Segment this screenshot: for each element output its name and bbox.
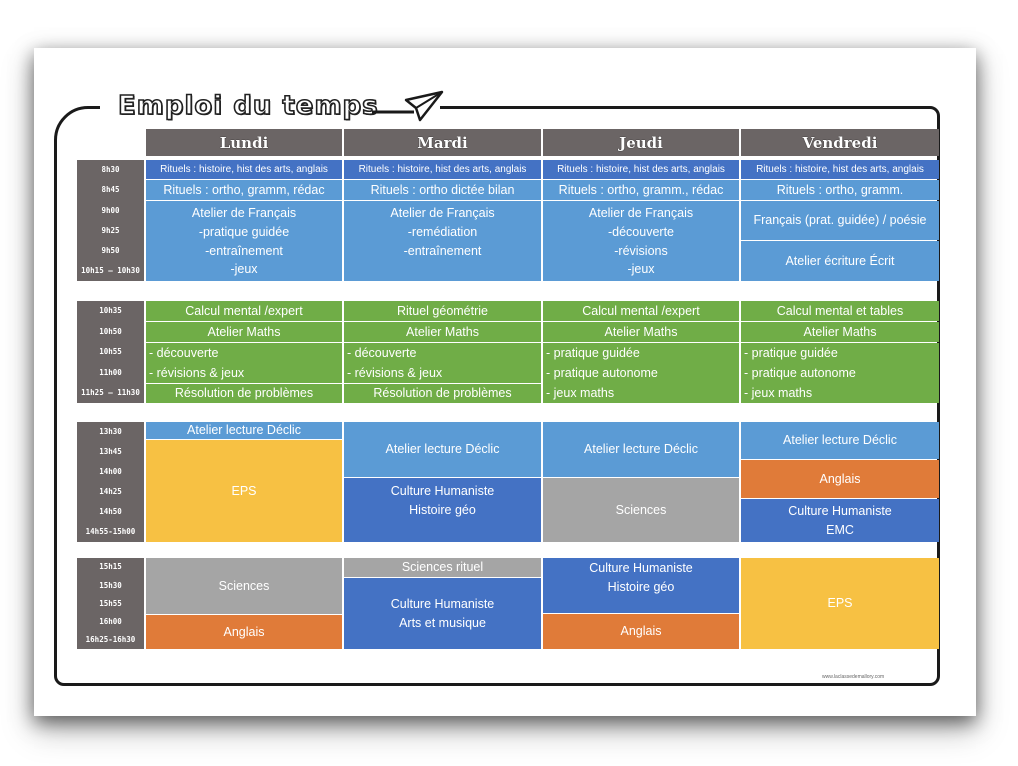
rituel-geometrie-mardi: Rituel géométrie [344,301,541,321]
time-label: 10h55 [99,347,122,357]
time-label: 15h15 [99,562,122,572]
time-label: 13h45 [99,447,122,457]
calcul-mental-tables-vendredi: Calcul mental et tables [741,301,939,321]
time-column-late-afternoon: 15h15 15h30 15h55 16h00 16h25-16h30 [77,558,144,649]
rituels-ortho-mardi: Rituels : ortho dictée bilan [344,180,541,200]
anglais-lundi: Anglais [146,615,342,649]
time-label: 14h25 [99,487,122,497]
atelier-lecture-lundi: Atelier lecture Déclic [146,422,342,439]
time-label: 8h45 [101,185,120,195]
francais-poesie-vendredi: Français (prat. guidée) / poésie [741,201,939,240]
time-column-afternoon: 13h30 13h45 14h00 14h25 14h50 14h55-15h0… [77,422,144,542]
maths-details-mardi: - découverte - révisions & jeux [344,343,541,383]
atelier-lecture-jeudi: Atelier lecture Déclic [543,422,739,477]
time-label: 15h30 [99,580,122,590]
time-label: 14h00 [99,467,122,477]
rituels-histoire-mardi: Rituels : histoire, hist des arts, angla… [344,160,541,179]
atelier-lecture-vendredi: Atelier lecture Déclic [741,422,939,459]
sciences-lundi: Sciences [146,558,342,614]
sciences-rituel-mardi: Sciences rituel [344,558,541,577]
time-label: 16h00 [99,616,122,626]
time-label: 14h55-15h00 [85,527,136,537]
time-column-late-morning: 10h35 10h50 10h55 11h00 11h25 – 11h30 [77,301,144,403]
rituels-ortho-vendredi: Rituels : ortho, gramm. [741,180,939,200]
anglais-vendredi: Anglais [741,460,939,498]
page-title: Emploi du temps [117,90,379,122]
rituels-histoire-jeudi: Rituels : histoire, hist des arts, angla… [543,160,739,179]
atelier-lecture-mardi: Atelier lecture Déclic [344,422,541,477]
time-label: 13h30 [99,427,122,437]
time-label: 14h50 [99,507,122,517]
atelier-maths-lundi: Atelier Maths [146,322,342,342]
day-header-jeudi: Jeudi [543,129,739,156]
rituels-histoire-lundi: Rituels : histoire, hist des arts, angla… [146,160,342,179]
culture-humaniste-vendredi: Culture Humaniste EMC [741,499,939,542]
day-header-lundi: Lundi [146,129,342,156]
culture-humaniste-arts-mardi: Culture Humaniste Arts et musique [344,578,541,649]
atelier-ecriture-vendredi: Atelier écriture Écrit [741,241,939,281]
sciences-jeudi: Sciences [543,478,739,542]
eps-vendredi: EPS [741,558,939,649]
paper-plane-icon [372,90,444,122]
time-label: 10h50 [99,326,122,336]
calcul-mental-jeudi: Calcul mental /expert [543,301,739,321]
rituels-histoire-vendredi: Rituels : histoire, hist des arts, angla… [741,160,939,179]
eps-lundi: EPS [146,440,342,542]
atelier-francais-lundi: Atelier de Français -pratique guidée -en… [146,201,342,281]
day-header-mardi: Mardi [344,129,541,156]
atelier-maths-jeudi: Atelier Maths [543,322,739,342]
calcul-mental-lundi: Calcul mental /expert [146,301,342,321]
rituels-ortho-lundi: Rituels : ortho, gramm, rédac [146,180,342,200]
time-label: 8h30 [101,165,120,175]
maths-details-lundi: - découverte - révisions & jeux [146,343,342,383]
atelier-francais-jeudi: Atelier de Français -découverte -révisio… [543,201,739,281]
time-label: 11h00 [99,367,122,377]
atelier-maths-vendredi: Atelier Maths [741,322,939,342]
time-label: 15h55 [99,598,122,608]
culture-humaniste-mardi: Culture Humaniste Histoire géo [344,478,541,542]
resolution-problemes-mardi: Résolution de problèmes [344,384,541,403]
time-column-morning: 8h30 8h45 9h00 9h25 9h50 10h15 – 10h30 [77,160,144,281]
footer-url: www.laclassedemallory.com [822,674,885,680]
maths-details-vendredi: - pratique guidée - pratique autonome - … [741,343,939,403]
atelier-maths-mardi: Atelier Maths [344,322,541,342]
time-label: 9h50 [101,245,120,255]
time-label: 16h25-16h30 [85,635,136,645]
maths-details-jeudi: - pratique guidée - pratique autonome - … [543,343,739,403]
time-label: 10h15 – 10h30 [81,266,140,276]
anglais-jeudi: Anglais [543,614,739,649]
title-background [100,92,440,126]
time-label: 10h35 [99,306,122,316]
time-label: 9h00 [101,205,120,215]
resolution-problemes-lundi: Résolution de problèmes [146,384,342,403]
day-header-vendredi: Vendredi [741,129,939,156]
time-label: 9h25 [101,225,120,235]
atelier-francais-mardi: Atelier de Français -remédiation -entraî… [344,201,541,281]
culture-humaniste-jeudi: Culture Humaniste Histoire géo [543,558,739,613]
time-label: 11h25 – 11h30 [81,388,140,397]
rituels-ortho-jeudi: Rituels : ortho, gramm., rédac [543,180,739,200]
